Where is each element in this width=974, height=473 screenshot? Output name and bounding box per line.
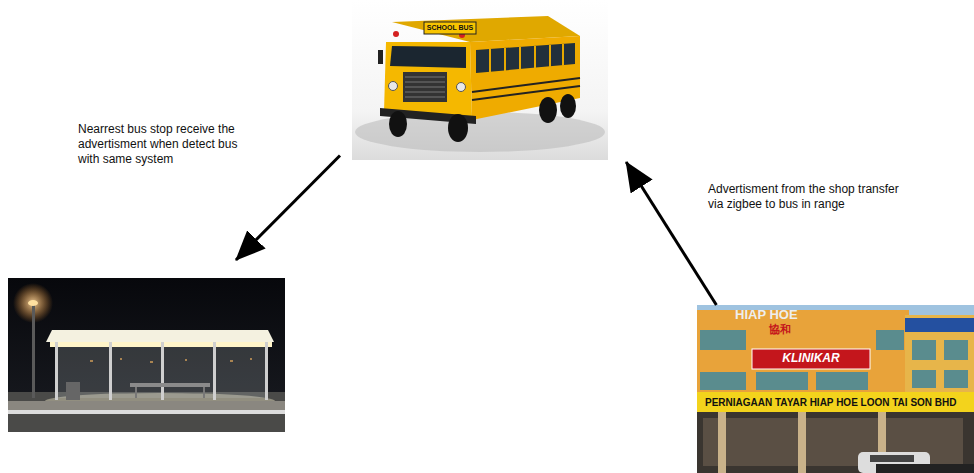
bus-node: SCHOOL BUS [340,0,632,162]
bus-picture [352,0,608,160]
arrow [626,162,716,305]
arrow-note: Nearrest bus stop receive the advertisme… [78,122,256,167]
picture-text: SCHOOL BUS [424,24,476,32]
shop-node: HIAP HOE協和 KLINIKAR PERNIAGAAN TAYAR HIAP … [697,305,974,473]
picture-text: 協和 [769,323,791,335]
picture-text: PERNIAGAAN TAYAR HIAP HOE LOON TAI SON B… [705,397,957,408]
picture-text: HIAP HOE [735,308,798,322]
shop-picture [697,305,974,473]
bus-stop-node [8,260,286,432]
arrow-note: Advertisment from the shop transfer via … [708,182,900,212]
picture-text: KLINIKAR [752,352,870,365]
arrow [236,156,340,260]
bus-stop-picture [8,278,285,432]
